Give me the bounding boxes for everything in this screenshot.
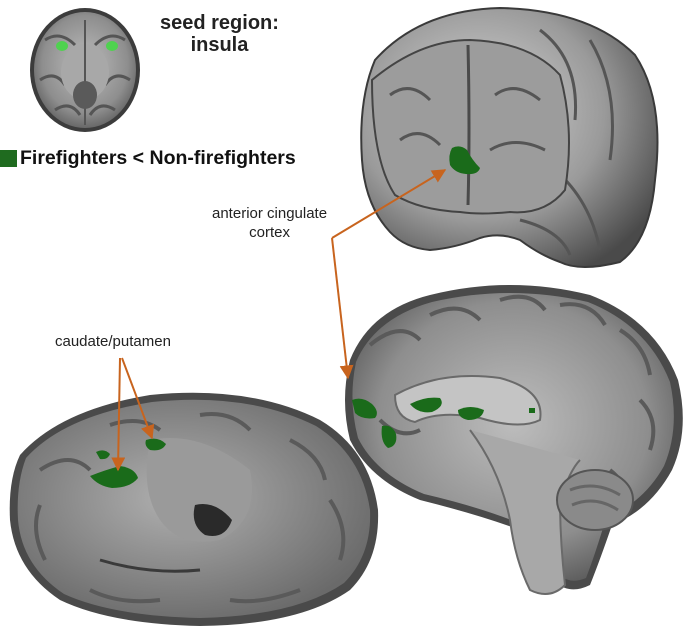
acc-label-line-1: anterior cingulate bbox=[212, 205, 328, 222]
cluster-sagittal-2 bbox=[381, 425, 397, 448]
seed-line-2: insula bbox=[190, 34, 249, 56]
acc-arrow-to-coronal bbox=[331, 169, 447, 239]
sagittal-brain bbox=[345, 285, 683, 595]
cluster-sagittal-3 bbox=[410, 397, 442, 413]
cluster-acc-coronal bbox=[449, 146, 480, 175]
seed-insula-left bbox=[56, 41, 68, 51]
cluster-caudate-right bbox=[145, 438, 166, 451]
legend-label: Firefighters < Non-firefighters bbox=[20, 147, 296, 169]
seed-region-label: seed region: insula bbox=[160, 12, 279, 56]
caudate-arrow-left bbox=[111, 357, 126, 472]
acc-label: anterior cingulate cortex bbox=[212, 204, 327, 242]
cluster-caudate-upper-left bbox=[96, 450, 110, 460]
axial-slice-brain bbox=[9, 392, 379, 626]
cluster-sagittal-4 bbox=[458, 407, 484, 420]
cluster-caudate-left bbox=[90, 466, 138, 488]
caudate-arrow-right bbox=[121, 357, 155, 440]
seed-insula-right bbox=[106, 41, 118, 51]
legend: Firefighters < Non-firefighters bbox=[0, 147, 296, 170]
seed-line-1: seed region: bbox=[160, 12, 279, 34]
cluster-acc-sagittal bbox=[352, 398, 377, 419]
acc-label-line-2: cortex bbox=[249, 224, 290, 241]
caudate-label: caudate/putamen bbox=[55, 333, 171, 350]
cluster-sagittal-5 bbox=[529, 408, 535, 413]
coronal-brain-surface bbox=[360, 6, 659, 268]
annotation-arrows bbox=[111, 169, 447, 472]
acc-arrow-to-sagittal bbox=[331, 237, 354, 380]
legend-swatch bbox=[0, 150, 17, 167]
seed-axial-brain bbox=[30, 8, 140, 132]
